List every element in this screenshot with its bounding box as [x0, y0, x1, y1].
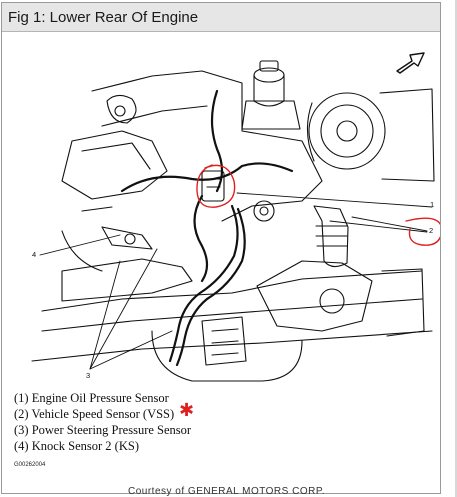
knock-sensor: [101, 226, 153, 250]
wiring-harness: [120, 89, 294, 367]
engine-line-drawing: 1 2 3 4: [31, 52, 440, 382]
callout-4: 4: [32, 250, 36, 259]
red-annotations: [196, 164, 440, 246]
figure-title: Fig 1: Lower Rear Of Engine: [8, 9, 199, 26]
window-edge: [455, 0, 457, 497]
pump-pulley: [306, 88, 435, 182]
callout-leaders: [39, 192, 433, 370]
oil-pressure-sensor: [253, 200, 275, 222]
part-code: G00262004: [14, 462, 46, 468]
credit-line: Courtesy of GENERAL MOTORS CORP.: [128, 486, 325, 497]
red-circle-sensor: [196, 164, 236, 208]
legend-item-3: (3) Power Steering Pressure Sensor: [14, 423, 192, 437]
direction-arrow-icon: [396, 52, 425, 74]
power-steering-reservoir: [241, 60, 301, 130]
callout-3: 3: [86, 371, 90, 380]
vehicle-speed-sensor: [201, 170, 225, 202]
callout-1: 1: [430, 200, 434, 209]
red-circle-callout-2: [405, 217, 440, 246]
legend-list: (1) Engine Oil Pressure Sensor (2) Vehic…: [14, 390, 191, 454]
legend-item-2: (2) Vehicle Speed Sensor (VSS): [14, 407, 175, 421]
legend-item-4: (4) Knock Sensor 2 (KS): [14, 439, 139, 453]
legend-item-1: (1) Engine Oil Pressure Sensor: [14, 391, 169, 405]
figure-title-bar: Fig 1: Lower Rear Of Engine: [2, 3, 440, 32]
figure-panel: Fig 1: Lower Rear Of Engine: [1, 2, 441, 494]
oil-filter: [313, 205, 349, 268]
callout-2: 2: [429, 226, 433, 235]
red-star-icon: ✱: [179, 400, 195, 421]
